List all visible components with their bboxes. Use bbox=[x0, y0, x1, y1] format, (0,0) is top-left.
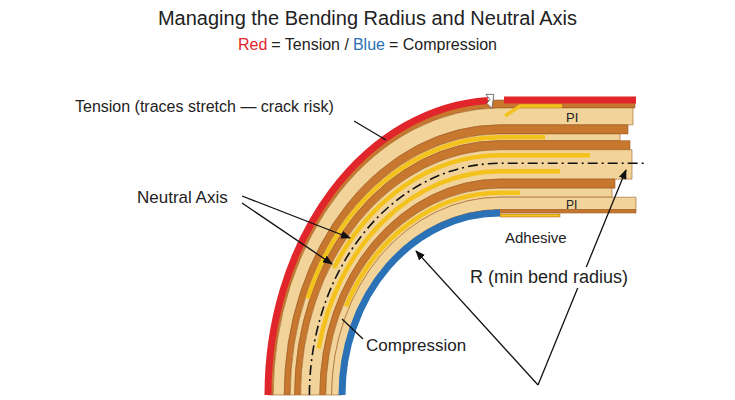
crack bbox=[486, 94, 494, 108]
callout-label: Tension (traces stretch — crack risk) bbox=[75, 98, 334, 116]
legend-word: Red bbox=[238, 36, 267, 53]
tension-compression-edges bbox=[268, 94, 636, 395]
leader-arrow bbox=[242, 196, 350, 238]
tension-edge bbox=[504, 97, 636, 104]
layer-stack bbox=[268, 100, 636, 395]
legend-word: Blue bbox=[353, 36, 385, 53]
layer-label: PI bbox=[566, 111, 578, 126]
callout-label: Adhesive bbox=[505, 229, 567, 246]
adhesive-tab bbox=[500, 214, 560, 217]
material-layer bbox=[268, 100, 635, 395]
title: Managing the Bending Radius and Neutral … bbox=[0, 7, 735, 30]
layer-label: PI bbox=[566, 199, 577, 213]
callout-label: Neutral Axis bbox=[137, 188, 228, 208]
leader-line bbox=[354, 121, 386, 140]
tension-edge bbox=[268, 100, 488, 395]
legend-word: = Compression bbox=[389, 36, 497, 53]
copper-traces bbox=[308, 137, 646, 395]
material-layer bbox=[301, 150, 632, 395]
subtitle: Red= Tension /Blue= Compression bbox=[0, 36, 735, 54]
material-layer bbox=[340, 210, 636, 395]
neutral-axis-line bbox=[309, 163, 645, 395]
copper-trace bbox=[505, 106, 562, 116]
callout-label: R (min bend radius) bbox=[468, 267, 630, 288]
legend-word: = Tension / bbox=[271, 36, 349, 53]
compression-edge bbox=[342, 213, 500, 395]
leader-line bbox=[342, 319, 363, 339]
leader-lines bbox=[242, 121, 626, 385]
leader-arrow bbox=[242, 203, 332, 264]
material-layer bbox=[273, 108, 633, 395]
callout-label: Compression bbox=[366, 336, 466, 356]
